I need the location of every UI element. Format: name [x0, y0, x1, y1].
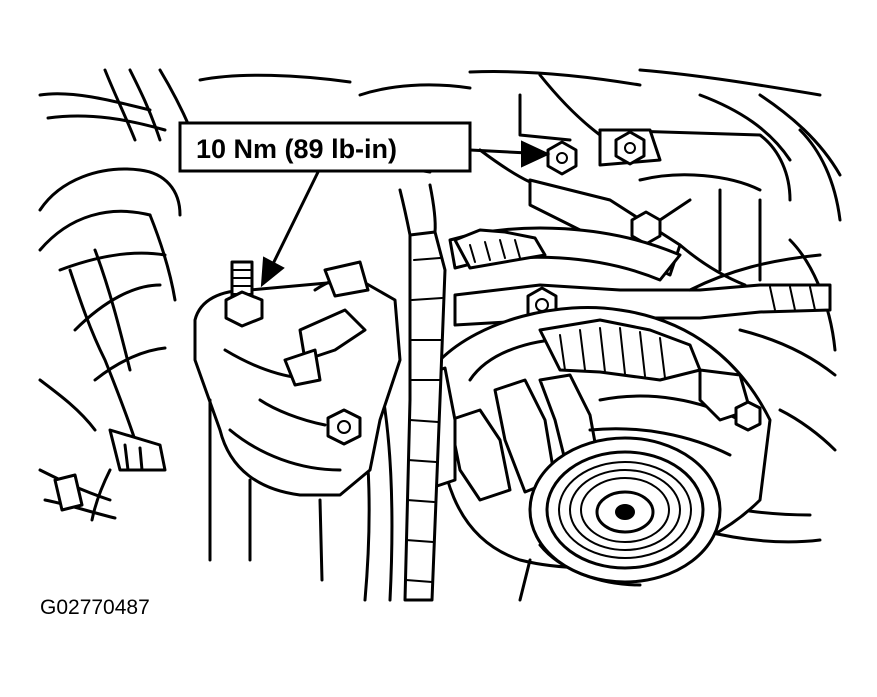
- upper-bracket: [528, 128, 747, 287]
- left-hose-assembly: [38, 68, 197, 442]
- plate-lower-bolt: [326, 408, 362, 446]
- alternator-side-bolt: [734, 400, 762, 432]
- mounting-plate: [193, 260, 402, 582]
- callout-arrows: [260, 140, 551, 288]
- bracket-bolt-upper-right: [614, 130, 646, 166]
- bracket-bolt-middle: [630, 210, 662, 246]
- torque-bolt: [224, 260, 264, 328]
- hose-clamp: [38, 428, 167, 522]
- torque-label: 10 Nm (89 lb-in): [196, 134, 397, 164]
- arrow-head-bolt: [260, 256, 285, 288]
- arrow-head-bracket: [521, 140, 551, 168]
- alternator-pulley: [518, 436, 722, 602]
- torque-callout: 10 Nm (89 lb-in): [178, 121, 472, 173]
- bracket-bolt-upper-left: [546, 140, 578, 176]
- figure-id: G02770487: [40, 596, 150, 619]
